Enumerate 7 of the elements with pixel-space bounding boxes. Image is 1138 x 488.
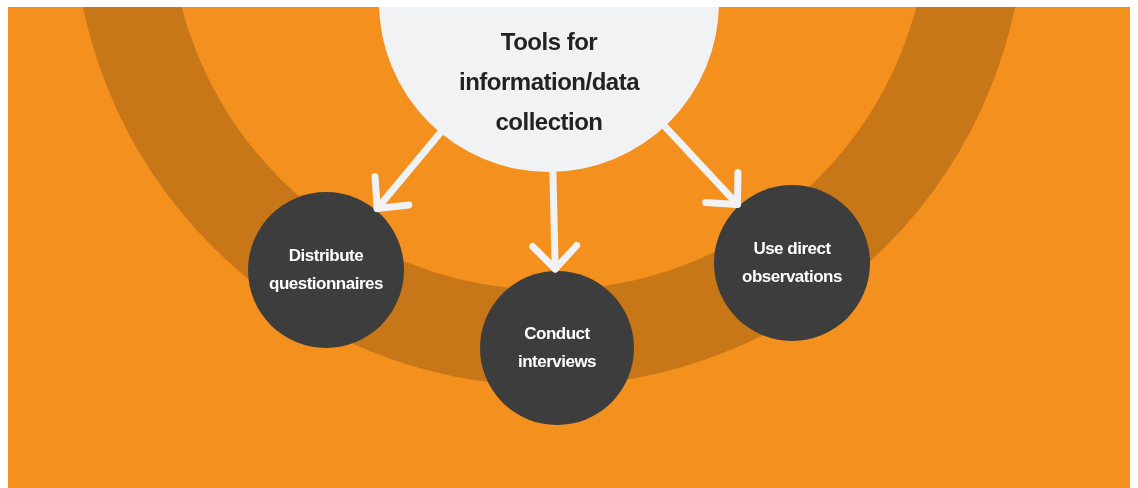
node-label: Conduct interviews [516, 323, 598, 373]
arrow [371, 129, 444, 212]
node-label: Use direct observations [741, 238, 843, 288]
node-label: Distribute questionnaires [268, 245, 384, 295]
arrow [529, 168, 581, 273]
arrow [661, 122, 742, 208]
node-label: Tools for information/data collection [458, 27, 641, 137]
